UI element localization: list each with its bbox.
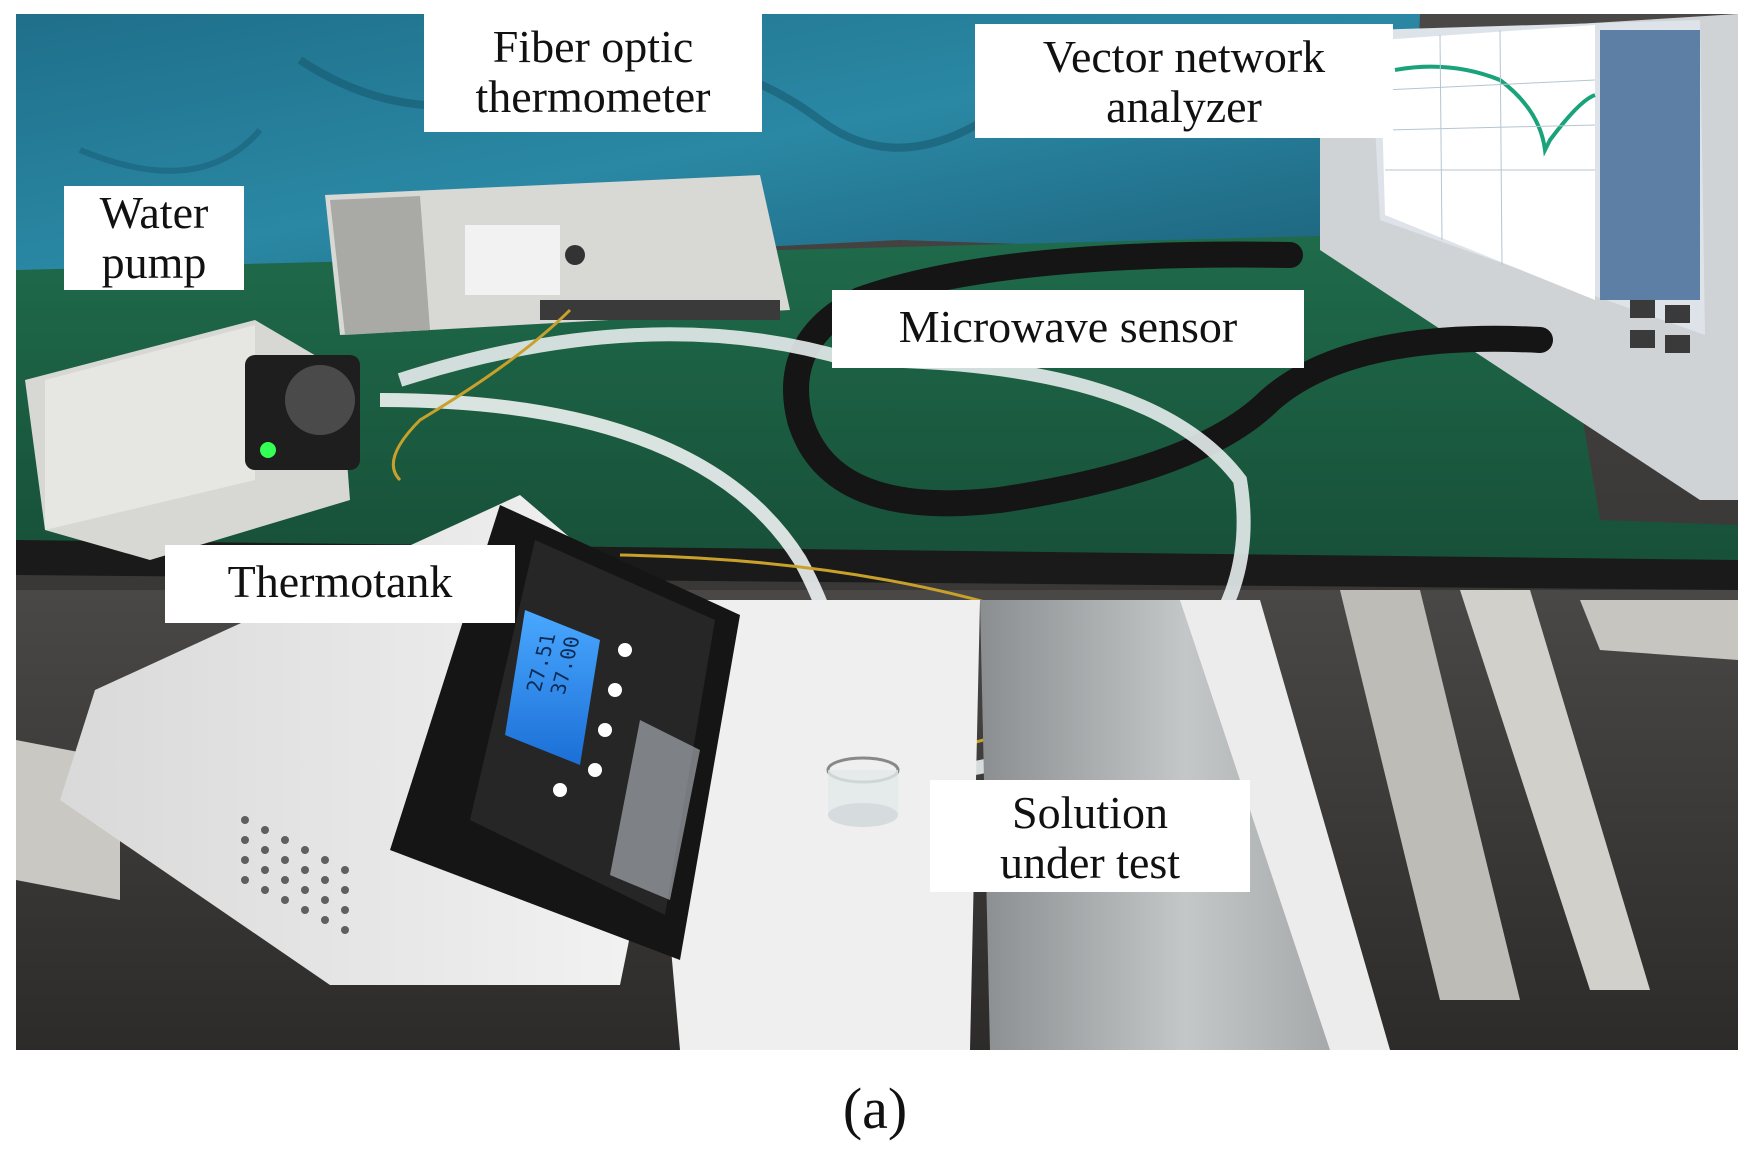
label-thermotank: Thermotank [165,545,515,623]
label-solution-line2: under test [999,837,1181,888]
label-water-pump-line1: Water [99,187,209,238]
label-solution-line1: Solution [1012,787,1168,838]
coax-cable [783,241,1553,517]
label-fiber-optic-thermometer: Fiber optic thermometer [424,14,762,132]
solution-beaker [826,756,900,827]
label-vna-line2: analyzer [1106,81,1262,132]
label-microwave-sensor: Microwave sensor [832,290,1304,368]
label-thermotank-text: Thermotank [227,556,453,607]
label-vector-network-analyzer: Vector network analyzer [975,24,1393,138]
label-solution-under-test: Solution under test [930,780,1250,892]
label-water-pump: Water pump [64,186,244,290]
label-fiber-optic-line2: thermometer [475,71,711,122]
figure-caption: (a) [842,1076,908,1141]
label-vna-line1: Vector network [1042,31,1326,82]
fiber [391,308,572,482]
water-pump-device [25,320,360,560]
vector-network-analyzer-device [1320,14,1738,500]
label-water-pump-line2: pump [101,237,207,288]
label-microwave-sensor-text: Microwave sensor [898,301,1238,352]
fiber-optic-thermometer-device [325,175,790,335]
label-fiber-optic-line1: Fiber optic [492,21,694,72]
